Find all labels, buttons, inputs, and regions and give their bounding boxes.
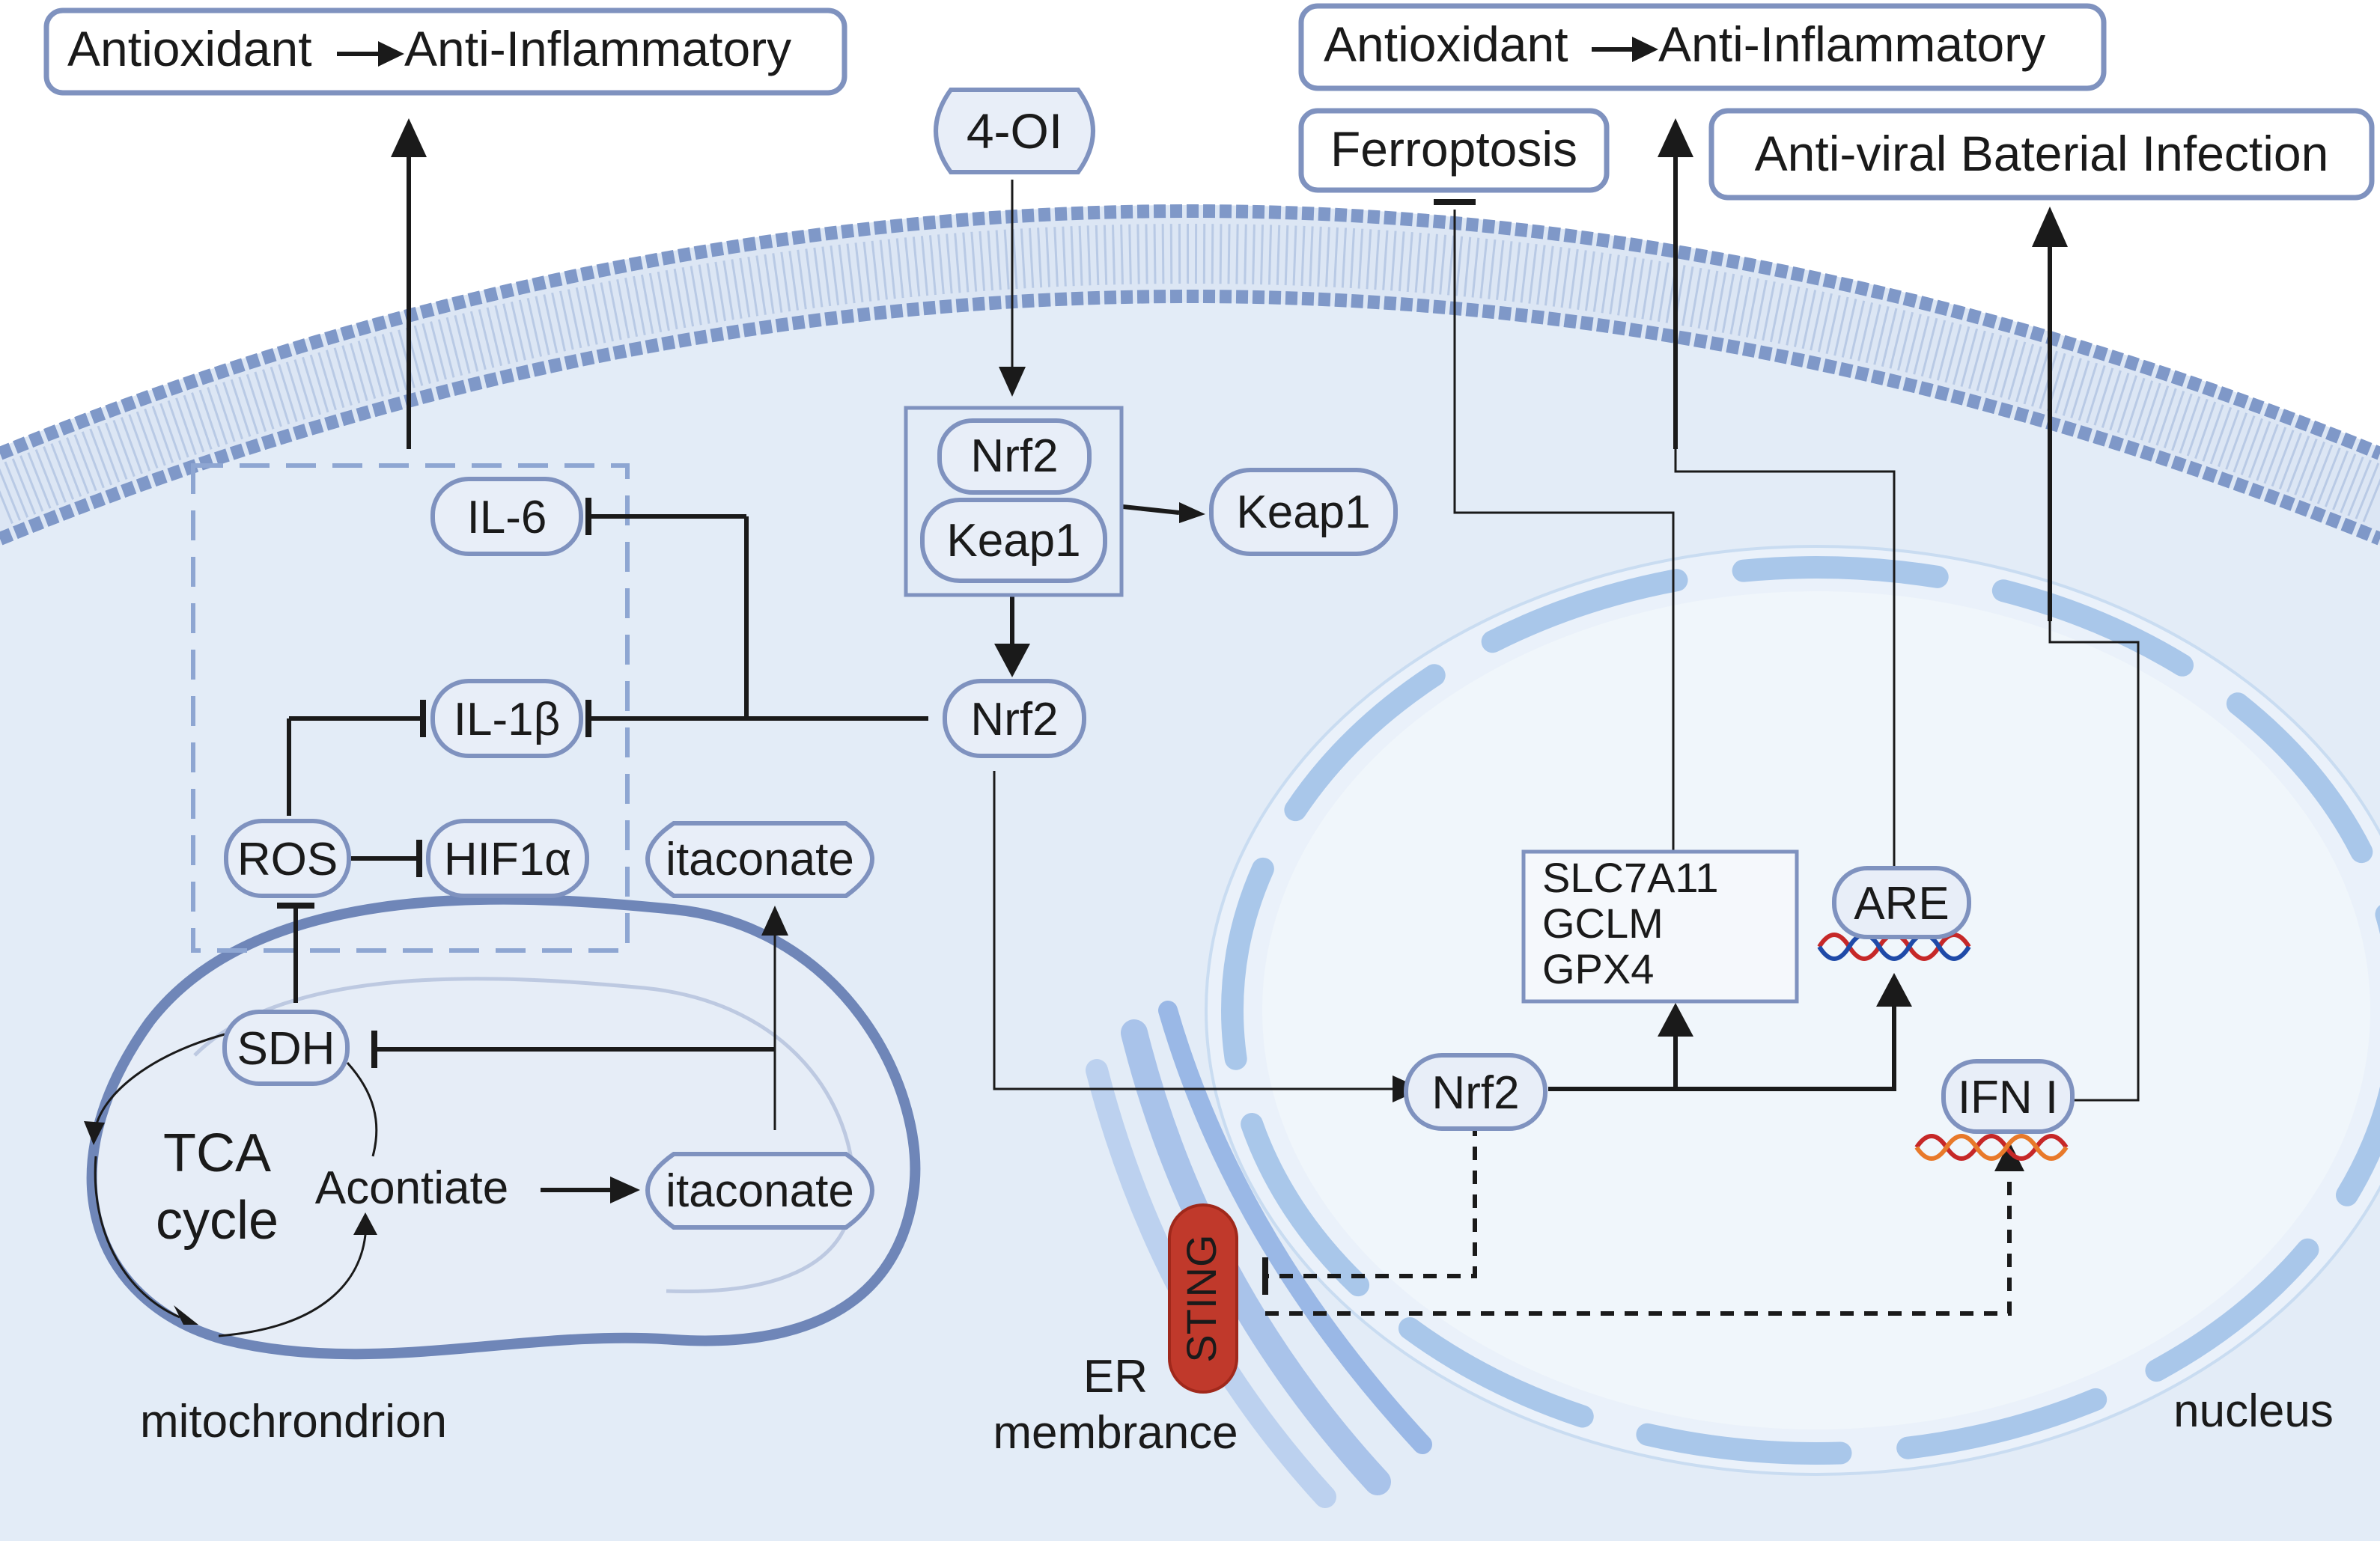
itaconate-mito-node: itaconate	[645, 1152, 874, 1230]
left-anti-inflammatory-text: Anti-Inflammatory	[404, 21, 791, 76]
il6-label: IL-6	[467, 492, 547, 543]
hif1a-label: HIF1α	[444, 834, 571, 885]
right-antioxidant-text: Antioxidant	[1324, 16, 1568, 72]
complex-nrf2-label: Nrf2	[970, 430, 1058, 482]
tca-label-line2: cycle	[156, 1191, 279, 1251]
ros-label: ROS	[237, 834, 338, 885]
outcome-left: Antioxidant Anti-Inflammatory	[43, 7, 847, 96]
target-genes-box: SLC7A11 GCLM GPX4	[1521, 849, 1799, 1004]
sting-label: STING	[1178, 1234, 1225, 1362]
nrf2-cyto-label: Nrf2	[970, 694, 1058, 745]
itaconate-mito-label: itaconate	[666, 1165, 854, 1217]
nrf2-keap1-complex: Nrf2 Keap1	[904, 406, 1124, 597]
connectors	[84, 118, 2140, 1337]
gene-gclm: GCLM	[1542, 900, 1664, 947]
are-node: ARE	[1832, 866, 1971, 939]
il1b-label: IL-1β	[454, 694, 561, 745]
sdh-label: SDH	[237, 1023, 335, 1075]
itaconate-cyto-label: itaconate	[666, 834, 854, 885]
ferroptosis-text: Ferroptosis	[1330, 121, 1577, 177]
keap1-free-node: Keap1	[1209, 468, 1398, 556]
outcome-antiviral: Anti-viral Baterial Infection	[1708, 108, 2375, 201]
il6-node: IL-6	[430, 477, 583, 556]
nrf2-nuclear-label: Nrf2	[1431, 1067, 1519, 1119]
are-label: ARE	[1854, 878, 1949, 930]
nucleus: nucleus	[1205, 545, 2380, 1476]
er-label-line1: ER	[1083, 1351, 1148, 1403]
ifn-node: IFN I	[1941, 1059, 2075, 1134]
complex-keap1-label: Keap1	[946, 515, 1080, 567]
sting-protein: STING	[1168, 1203, 1238, 1394]
sdh-node: SDH	[222, 1010, 350, 1086]
antiviral-text: Anti-viral Baterial Infection	[1755, 126, 2329, 181]
hif1a-node: HIF1α	[426, 819, 589, 898]
ros-node: ROS	[224, 819, 351, 898]
drug-4oi-label: 4-OI	[967, 103, 1062, 159]
gene-gpx4: GPX4	[1542, 945, 1654, 992]
keap1-free-label: Keap1	[1236, 486, 1370, 538]
il1b-node: IL-1β	[430, 679, 583, 758]
drug-4oi: 4-OI	[934, 88, 1095, 174]
right-anti-inflammatory-text: Anti-Inflammatory	[1658, 16, 2045, 72]
cell-membrane	[0, 204, 2380, 546]
nrf2-cytoplasm-node: Nrf2	[943, 679, 1086, 758]
nrf2-nuclear-node: Nrf2	[1404, 1053, 1547, 1131]
aconitate-label: Acontiate	[315, 1162, 509, 1214]
tca-label-line1: TCA	[163, 1123, 271, 1183]
mitochondrion-label: mitochrondrion	[140, 1396, 447, 1447]
outcome-ferroptosis: Ferroptosis	[1298, 108, 1610, 193]
dna-helix-ifn	[1914, 1134, 2069, 1161]
gene-slc7a11: SLC7A11	[1542, 854, 1719, 901]
outcome-right: Antioxidant Anti-Inflammatory	[1298, 3, 2107, 91]
itaconate-cytoplasm-node: itaconate	[645, 821, 874, 898]
er-label-line2: membrance	[993, 1407, 1238, 1459]
cytokine-region-box	[191, 463, 630, 953]
ifn-label: IFN I	[1958, 1072, 2058, 1123]
nucleus-label: nucleus	[2173, 1385, 2334, 1437]
left-antioxidant-text: Antioxidant	[67, 21, 312, 76]
